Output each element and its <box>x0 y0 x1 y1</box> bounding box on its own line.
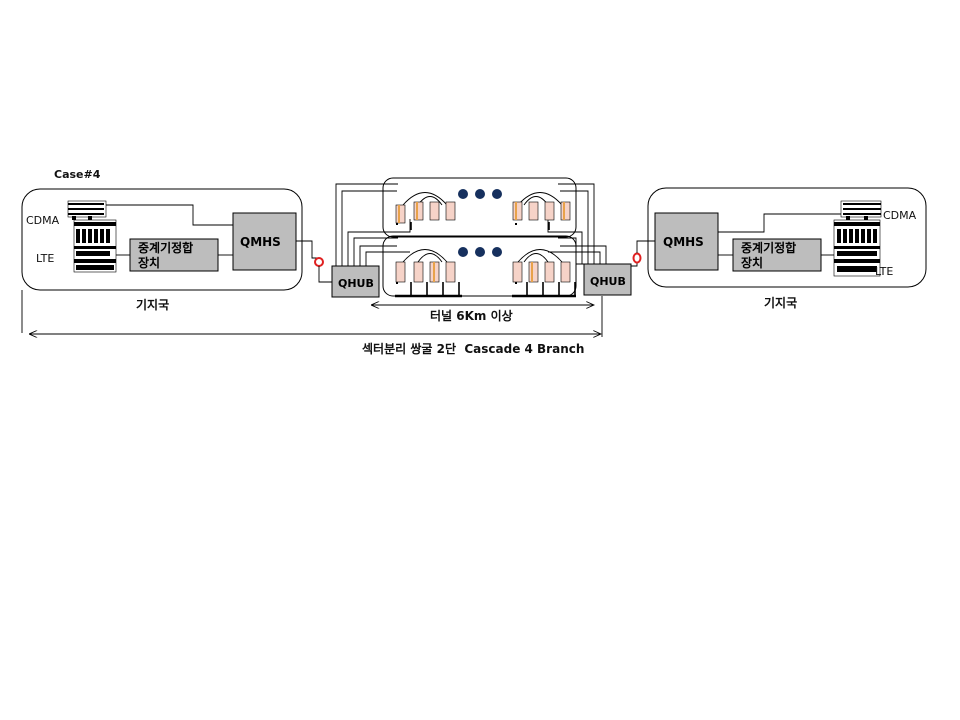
left-repeater-box <box>129 238 219 272</box>
right-qmhs-box <box>654 212 719 271</box>
lower-tunnel-frame <box>382 235 577 297</box>
left-qmhs-box <box>232 212 297 271</box>
left-qhub-box <box>331 265 380 298</box>
right-qhub-box <box>583 263 632 296</box>
left-station: CDMA LTE 중계기정합 장치 QMHS 기지국 <box>21 188 303 312</box>
upper-tunnel-frame <box>382 177 577 238</box>
left-qhub-label: QHUB <box>338 277 374 290</box>
right-repeater-label-1: 중계기정합 <box>741 240 796 255</box>
left-cdma-label: CDMA <box>26 214 60 227</box>
left-cdma-link <box>106 204 233 226</box>
right-cdma-label: CDMA <box>883 209 917 222</box>
lower-continuation-dots <box>458 247 502 257</box>
left-repeater-label-1: 중계기정합 <box>138 240 193 255</box>
right-station-frame <box>647 187 927 288</box>
right-feeder-lines <box>547 183 628 265</box>
upper-right-antenna-group <box>512 192 571 230</box>
left-lte-label: LTE <box>36 252 54 265</box>
left-connector-icon <box>314 257 324 267</box>
left-station-frame <box>21 188 303 291</box>
case-label: Case#4 <box>54 168 101 181</box>
left-lte-rack-icon <box>73 219 117 273</box>
overall-span-label: 섹터분리 쌍굴 2단 Cascade 4 Branch <box>362 341 584 356</box>
left-station-label: 기지국 <box>136 297 169 312</box>
left-qmhs-label: QMHS <box>240 235 281 249</box>
right-qhub-label: QHUB <box>590 275 626 288</box>
left-cdma-rack-icon <box>67 200 107 220</box>
right-station: QMHS 중계기정합 장치 CDMA LTE <box>647 187 927 310</box>
lower-left-antenna-group <box>395 249 462 298</box>
right-lte-rack-icon <box>833 219 881 277</box>
right-cdma-link <box>718 213 841 233</box>
right-connector-icon <box>632 252 642 264</box>
left-fiber-link <box>296 240 319 259</box>
right-repeater-box <box>732 238 822 272</box>
tunnel-distance-label: 터널 6Km 이상 <box>430 308 513 323</box>
left-feeder-lines <box>335 183 411 266</box>
tunnel-section: QHUB QHUB 터널 6Km 이상 <box>331 177 632 323</box>
upper-continuation-dots <box>458 189 502 199</box>
right-repeater-label-2: 장치 <box>741 255 763 270</box>
right-cdma-rack-icon <box>840 200 882 220</box>
left-repeater-label-2: 장치 <box>138 255 160 270</box>
right-qmhs-label: QMHS <box>663 235 704 249</box>
right-station-label: 기지국 <box>764 295 797 310</box>
right-lte-label: LTE <box>875 265 893 278</box>
right-fiber-link <box>636 240 655 253</box>
upper-left-antenna-group <box>395 192 456 230</box>
lower-right-antenna-group <box>512 249 576 298</box>
left-connector-hub-link <box>318 266 332 283</box>
